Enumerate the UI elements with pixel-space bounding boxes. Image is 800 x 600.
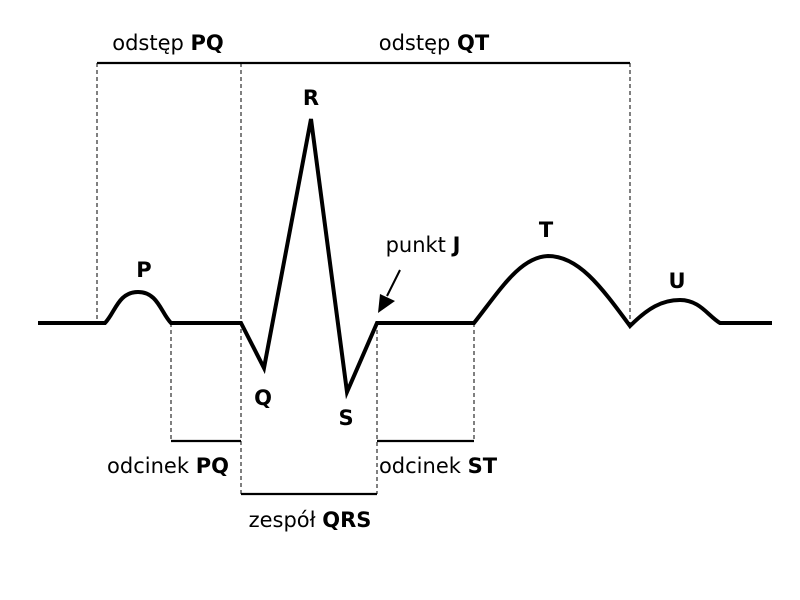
t-wave-label: T	[539, 218, 554, 242]
pq-segment-name: PQ	[196, 454, 229, 478]
r-wave-label: R	[303, 86, 319, 110]
u-wave-label: U	[668, 269, 685, 293]
qt-interval-prefix: odstęp	[379, 31, 451, 55]
s-wave-label: S	[338, 406, 353, 430]
qt-interval-label: odstęp QT	[379, 31, 490, 55]
ecg-trace	[38, 118, 772, 400]
interval-brackets	[97, 61, 630, 496]
q-wave-label: Q	[254, 386, 272, 410]
j-point-arrow	[378, 269, 401, 313]
qrs-complex-name: QRS	[322, 508, 371, 532]
guide-lines	[96, 63, 631, 494]
st-segment-label: odcinek ST	[379, 454, 498, 478]
j-point-prefix: punkt	[386, 233, 446, 257]
st-segment-prefix: odcinek	[379, 454, 462, 478]
qrs-complex-label: zespół QRS	[249, 508, 372, 532]
pq-interval-name: PQ	[191, 31, 224, 55]
p-wave-label: P	[136, 258, 151, 282]
pq-segment-prefix: odcinek	[107, 454, 190, 478]
pq-interval-prefix: odstęp	[112, 31, 184, 55]
st-segment-name: ST	[468, 454, 498, 478]
qt-interval-name: QT	[457, 31, 490, 55]
pq-interval-label: odstęp PQ	[112, 31, 224, 55]
pq-segment-label: odcinek PQ	[107, 454, 229, 478]
j-point-label: punkt J	[386, 233, 461, 257]
j-point-name: J	[451, 233, 461, 257]
qrs-complex-prefix: zespół	[249, 508, 316, 532]
